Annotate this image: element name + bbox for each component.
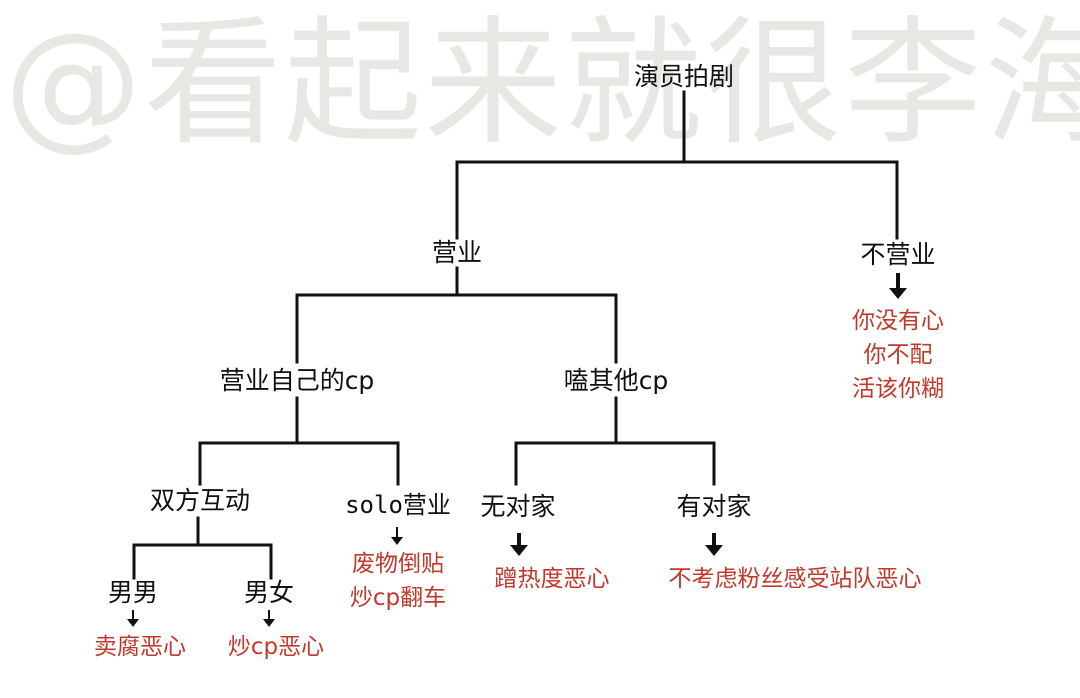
arrow-male-female	[263, 610, 275, 627]
note-line: 蹭热度恶心	[494, 566, 610, 592]
node-mutual: 双方互动	[149, 486, 250, 515]
arrow-no-partner	[510, 533, 528, 556]
note-male-female: 炒cp恶心	[214, 630, 338, 664]
connector-other-cp	[514, 396, 716, 486]
note-line: 炒cp恶心	[227, 634, 325, 660]
connector-root	[455, 90, 899, 240]
note-line: 不考虑粉丝感受站队恶心	[668, 566, 922, 592]
connector-promo	[295, 266, 618, 364]
node-no-partner: 无对家	[480, 492, 556, 521]
arrow-has-partner	[705, 533, 723, 556]
node-root: 演员拍剧	[633, 62, 734, 91]
arrow-male-male	[127, 610, 139, 627]
note-male-male: 卖腐恶心	[78, 630, 202, 664]
node-own-cp: 营业自己的cp	[219, 366, 375, 395]
node-promo: 营业	[431, 238, 482, 267]
note-no-partner: 蹭热度恶心	[472, 562, 632, 596]
node-solo: solo营业	[345, 491, 451, 519]
note-has-partner: 不考虑粉丝感受站队恶心	[640, 562, 950, 596]
note-line: 你没有心	[852, 308, 944, 334]
node-other-cp: 嗑其他cp	[563, 366, 669, 395]
node-has-partner: 有对家	[676, 492, 752, 521]
connector-own-cp	[198, 396, 400, 486]
note-line: 活该你糊	[852, 376, 944, 402]
arrow-no-promo	[889, 273, 907, 299]
note-no-promo: 你没有心 你不配 活该你糊	[818, 304, 978, 406]
note-line: 废物倒贴	[352, 551, 444, 577]
note-solo: 废物倒贴 炒cp翻车	[328, 547, 468, 615]
note-line: 卖腐恶心	[94, 634, 186, 660]
node-no-promo: 不营业	[860, 240, 936, 269]
node-male-female: 男女	[243, 578, 294, 607]
arrow-solo	[391, 527, 403, 545]
watermark: @看起来就很李海	[4, 3, 1080, 164]
node-male-male: 男男	[107, 578, 158, 607]
note-line: 你不配	[863, 342, 933, 368]
note-line: 炒cp翻车	[349, 585, 447, 611]
connector-mutual	[132, 516, 273, 580]
